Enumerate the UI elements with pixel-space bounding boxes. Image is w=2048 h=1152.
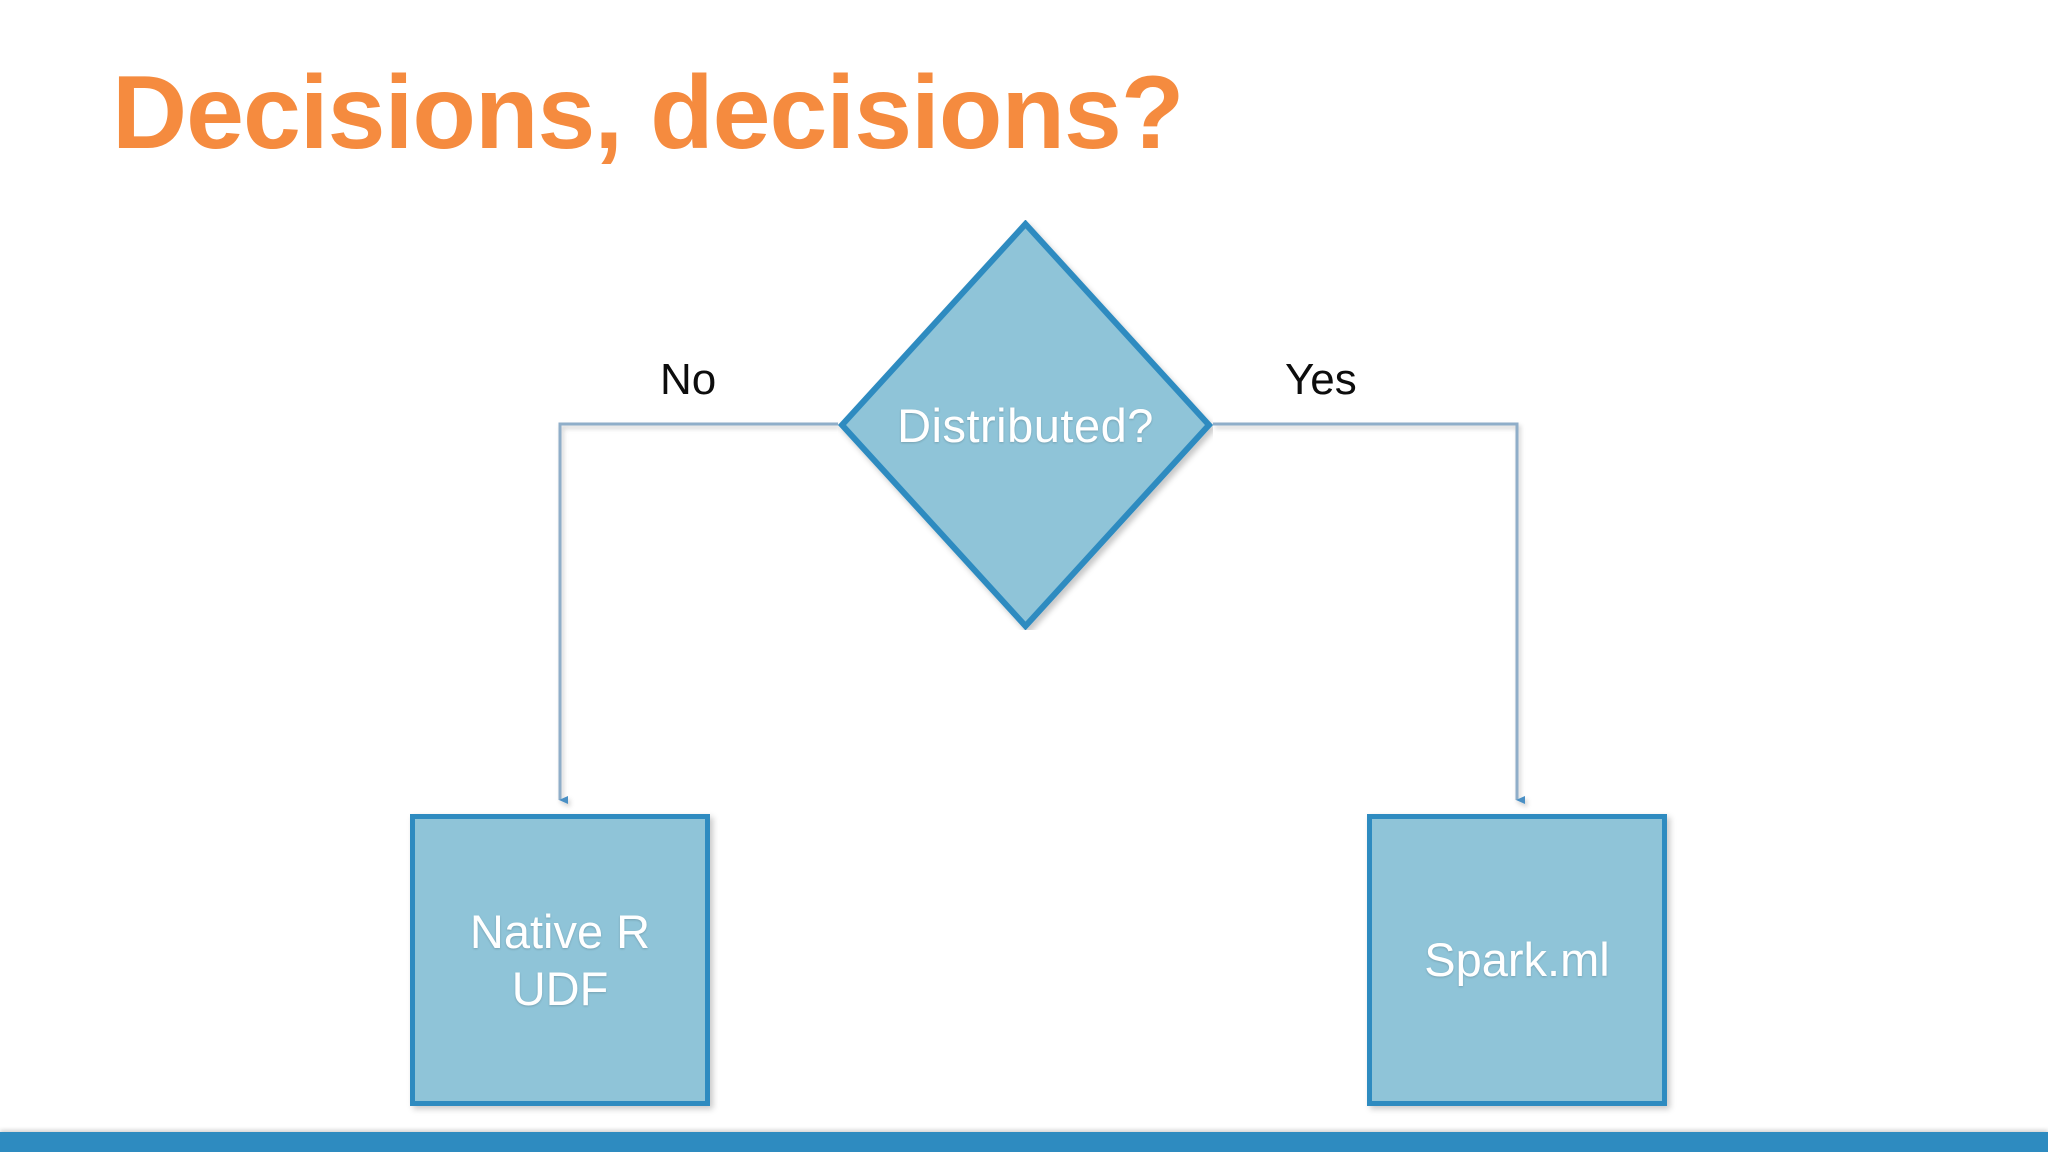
process-node-native-r-udf[interactable]: Native R UDF — [410, 814, 710, 1106]
connector-no — [558, 422, 838, 804]
process-node-spark-ml[interactable]: Spark.ml — [1367, 814, 1667, 1106]
slide-accent-bar — [0, 1132, 2048, 1152]
process-node-label-native-r-udf: Native R UDF — [469, 904, 651, 1015]
connector-yes — [1213, 422, 1525, 804]
branch-label-yes: Yes — [1285, 355, 1357, 404]
decision-node-distributed[interactable]: Distributed? — [838, 220, 1213, 630]
decision-node-label: Distributed? — [897, 398, 1154, 452]
process-node-label-spark-ml: Spark.ml — [1424, 933, 1610, 987]
page-title: Decisions, decisions? — [112, 55, 1184, 171]
branch-label-no: No — [660, 355, 717, 404]
diamond-icon — [838, 220, 1213, 630]
